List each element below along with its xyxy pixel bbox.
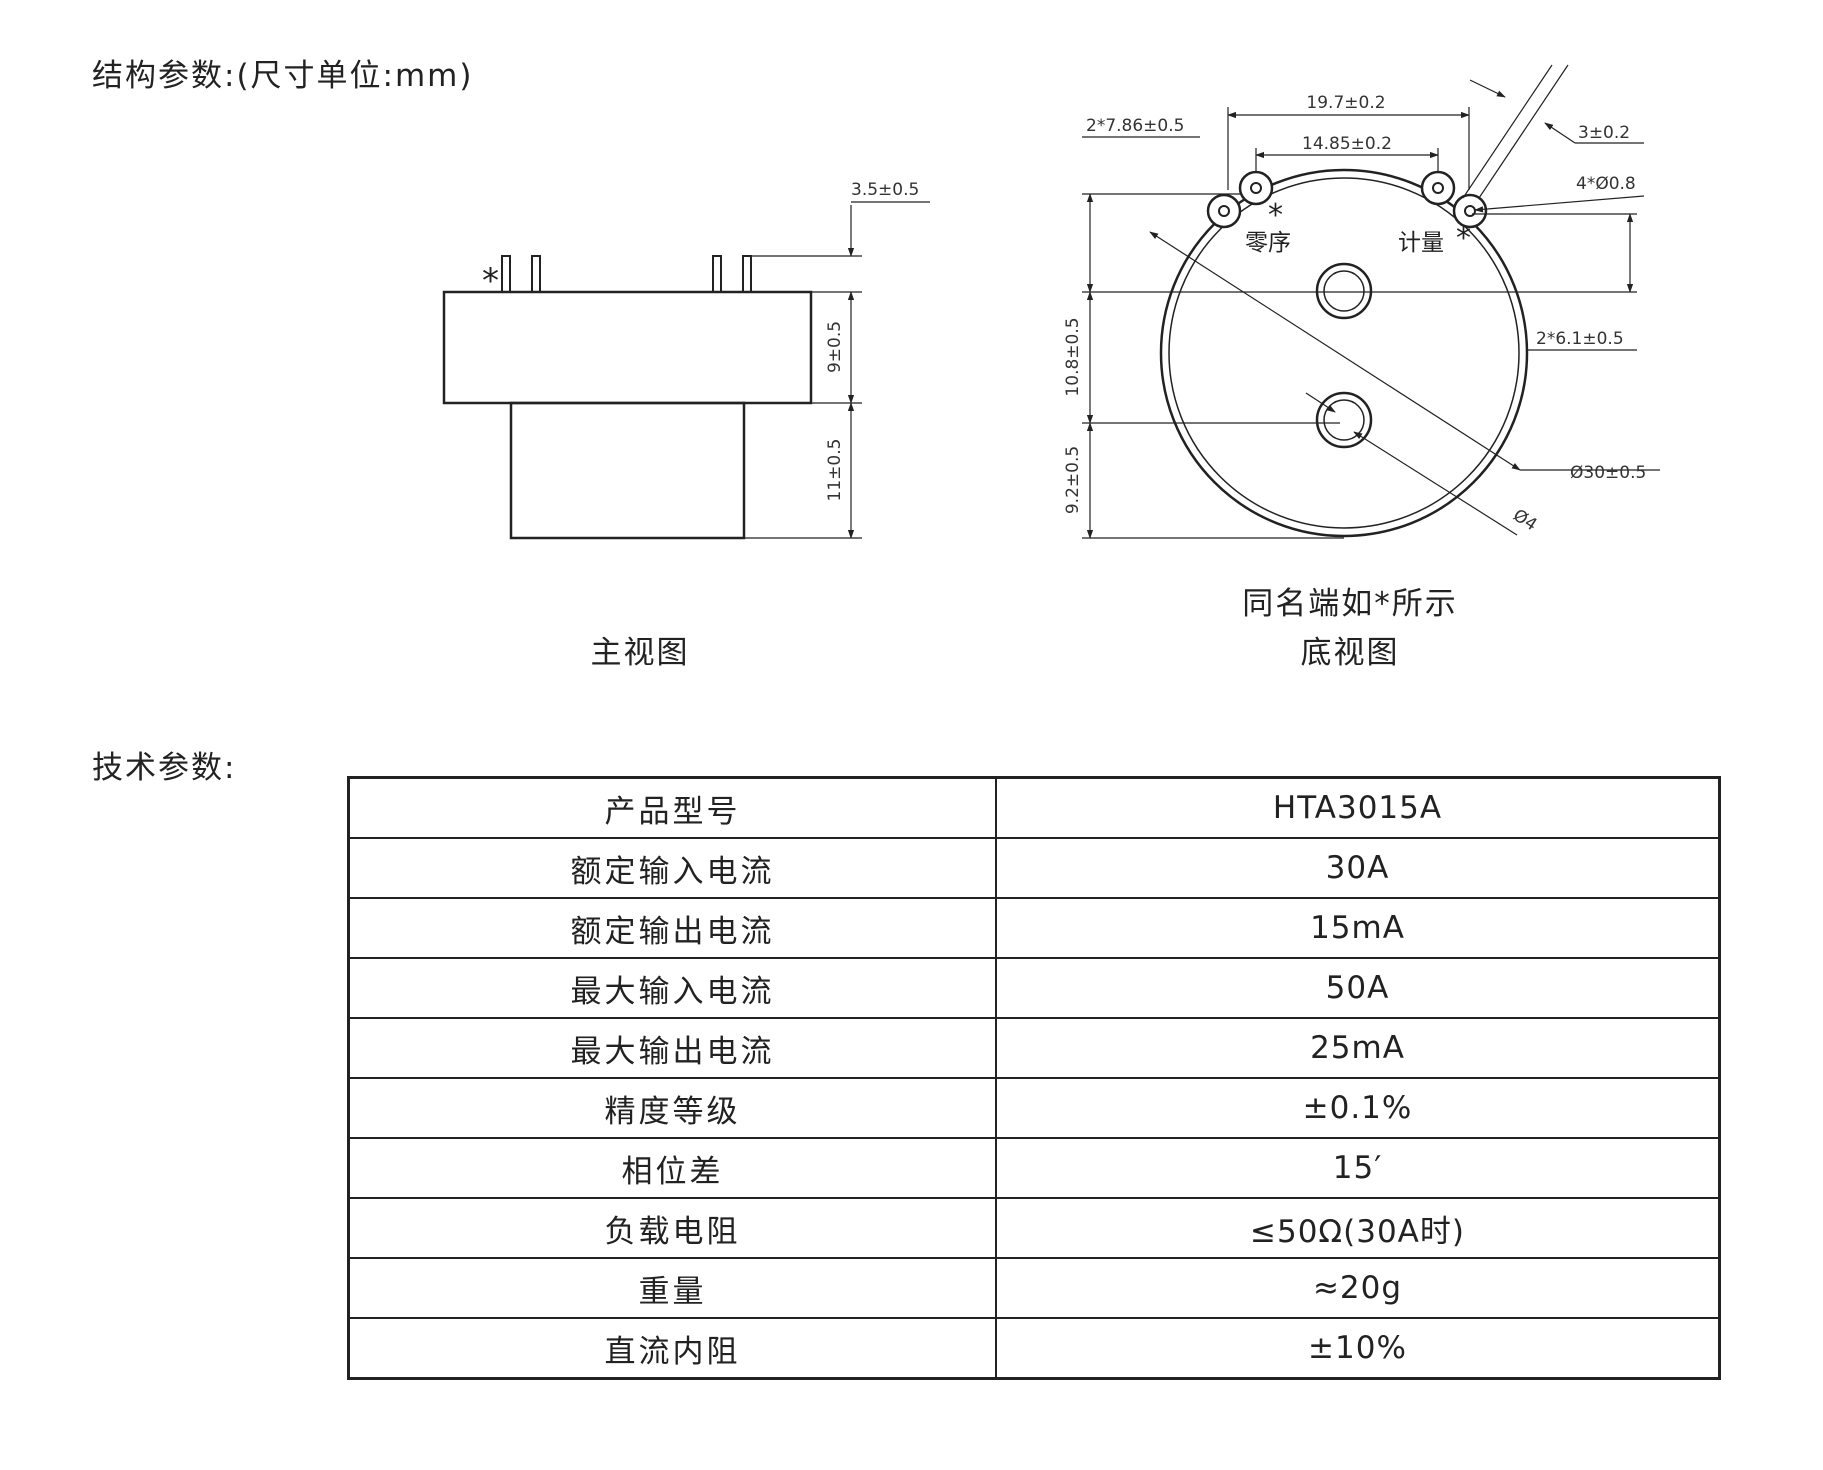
spec-value: 15′: [995, 1137, 1721, 1199]
spec-label: 直流内阻: [347, 1317, 997, 1380]
dim-lug-width: 3±0.2: [1578, 123, 1630, 143]
pin: [712, 255, 722, 293]
spec-value: ≤50Ω(30A时): [995, 1197, 1721, 1259]
bottom-view-caption: 底视图: [1300, 635, 1400, 671]
lower-hole: [1315, 391, 1373, 449]
front-view-drawing: [442, 201, 930, 540]
spec-value: 15mA: [995, 897, 1721, 959]
spec-value: 25mA: [995, 1017, 1721, 1079]
spec-label: 产品型号: [347, 776, 997, 839]
dim-inner-lug-span: 14.85±0.2: [1302, 134, 1392, 154]
spec-label: 重量: [347, 1257, 997, 1319]
dim-center-distance: 10.8±0.5: [1063, 317, 1083, 396]
table-row: 精度等级±0.1%: [347, 1077, 1721, 1139]
dim-base-height: 11±0.5: [825, 439, 845, 502]
bottom-view-drawing: [1082, 64, 1660, 539]
spec-label: 最大输出电流: [347, 1017, 997, 1079]
upper-hole: [1315, 262, 1373, 320]
table-row: 重量≈20g: [347, 1257, 1721, 1319]
dim-lug-span: 19.7±0.2: [1306, 93, 1385, 113]
dim-body-height: 9±0.5: [825, 321, 845, 373]
metering-marker: *: [1456, 221, 1471, 256]
spec-value: 30A: [995, 837, 1721, 899]
dim-bottom-distance: 9.2±0.5: [1063, 446, 1083, 514]
spec-value: HTA3015A: [995, 776, 1721, 839]
spec-value: ±10%: [995, 1317, 1721, 1380]
dim-hole-diameter: Ø4: [1509, 505, 1540, 535]
dimension-drawings: * 3.5±0.5 9±0.5 11±0.5: [442, 64, 1660, 540]
structure-section-title: 结构参数:(尺寸单位:mm): [92, 58, 474, 94]
spec-label: 精度等级: [347, 1077, 997, 1139]
front-view-caption: 主视图: [590, 635, 690, 671]
terminal-label-zero-sequence: 零序: [1245, 230, 1291, 256]
spec-value: 50A: [995, 957, 1721, 1019]
spec-label: 相位差: [347, 1137, 997, 1199]
housing-base: [509, 401, 746, 540]
polarity-marker: *: [482, 261, 499, 301]
zero-sequence-marker: *: [1268, 198, 1283, 233]
polarity-note: 同名端如*所示: [1242, 586, 1458, 622]
spec-label: 最大输入电流: [347, 957, 997, 1019]
spec-label: 负载电阻: [347, 1197, 997, 1259]
dim-lug-height: 2*7.86±0.5: [1086, 116, 1184, 136]
pin: [742, 255, 752, 293]
spec-label: 额定输出电流: [347, 897, 997, 959]
dim-outer-diameter: Ø30±0.5: [1570, 463, 1646, 483]
table-row: 负载电阻≤50Ω(30A时): [347, 1197, 1721, 1259]
housing-upper: [442, 290, 813, 405]
table-row: 直流内阻±10%: [347, 1317, 1721, 1380]
spec-label: 额定输入电流: [347, 837, 997, 899]
spec-value: ±0.1%: [995, 1077, 1721, 1139]
terminal-label-metering: 计量: [1398, 230, 1444, 256]
spec-value: ≈20g: [995, 1257, 1721, 1319]
tech-section-title: 技术参数:: [92, 750, 237, 786]
dim-hole-offset: 2*6.1±0.5: [1536, 329, 1624, 349]
dim-pin-diameter: 4*Ø0.8: [1576, 174, 1636, 194]
pin: [501, 255, 511, 293]
pin: [531, 255, 541, 293]
dim-pin-length: 3.5±0.5: [851, 180, 919, 200]
